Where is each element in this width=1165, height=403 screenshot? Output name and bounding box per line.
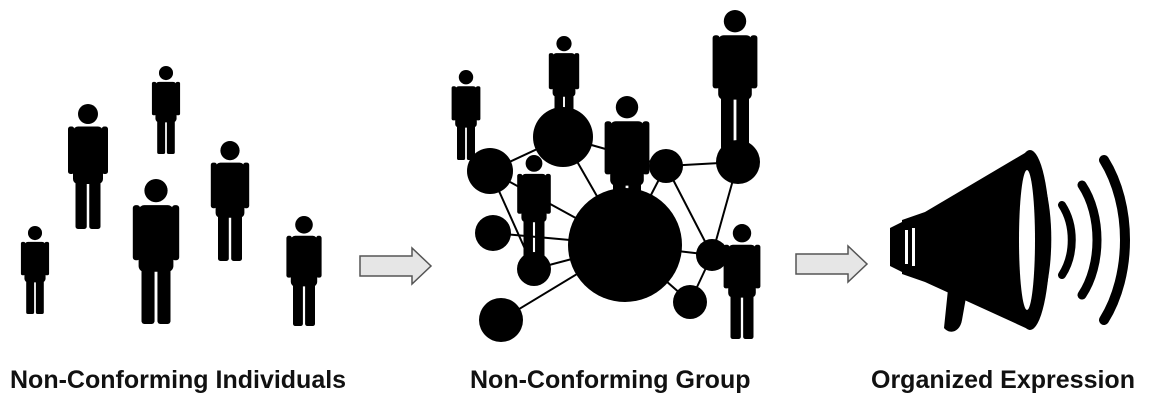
person-icon: [132, 179, 180, 324]
network-node: [517, 252, 551, 286]
network-node: [568, 188, 682, 302]
network-node: [475, 215, 511, 251]
network-node: [649, 149, 683, 183]
network-node: [479, 298, 523, 342]
network-node: [696, 239, 728, 271]
individuals-group: [20, 66, 322, 326]
person-icon: [151, 66, 181, 154]
right-arrow-icon: [795, 244, 869, 284]
person-icon: [210, 141, 250, 261]
person-icon: [68, 104, 108, 229]
megaphone-icon: [890, 150, 1130, 332]
network-node: [533, 107, 593, 167]
person-icon: [723, 224, 761, 339]
person-icon: [286, 216, 322, 326]
right-arrow-icon: [359, 246, 433, 286]
network-node: [716, 140, 760, 184]
network-node: [673, 285, 707, 319]
network-nodes: [467, 107, 760, 342]
caption-group: Non-Conforming Group: [470, 366, 751, 394]
caption-individuals: Non-Conforming Individuals: [10, 366, 347, 394]
caption-expression: Organized Expression: [871, 366, 1135, 394]
person-icon: [451, 70, 481, 160]
person-icon: [20, 226, 50, 314]
network-node: [467, 148, 513, 194]
person-icon: [712, 10, 758, 150]
